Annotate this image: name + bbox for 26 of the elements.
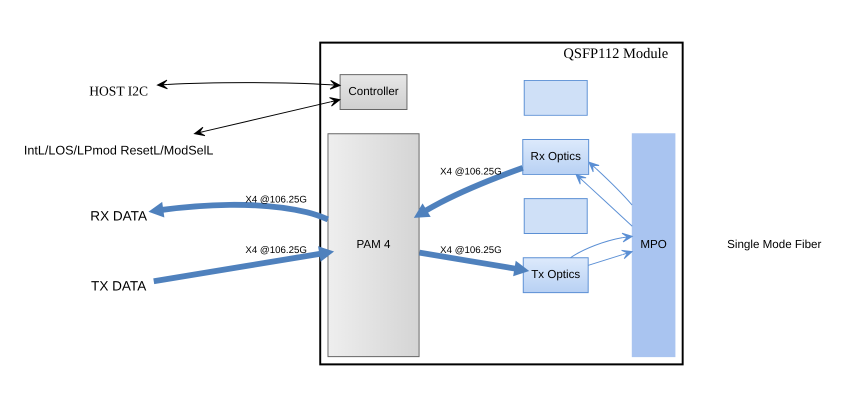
node-box: Controller: [340, 74, 408, 110]
edge-label: X4 @106.25G: [440, 166, 502, 177]
arrow: [588, 161, 633, 206]
arrow: [194, 96, 340, 136]
node-box: MPO: [632, 132, 676, 357]
node-text: TX DATA: [91, 278, 146, 293]
label: Single Mode Fiber: [727, 238, 822, 251]
edge-label: X4 @106.25G: [245, 194, 307, 206]
arrow: [153, 246, 334, 284]
node-box: [524, 198, 588, 234]
arrow: [148, 201, 329, 222]
arrow: [588, 249, 633, 266]
node-text: RX DATA: [90, 208, 148, 224]
arrow: [570, 232, 633, 258]
node-box: [524, 79, 588, 116]
node-box: Tx Optics: [522, 256, 589, 293]
arrow: [576, 174, 633, 226]
arrow: [157, 79, 341, 90]
edge-label: X4 @106.25G: [245, 244, 307, 256]
node-box: Rx Optics: [522, 138, 590, 174]
node-text: HOST I2C: [89, 83, 148, 98]
arrow: [419, 249, 530, 276]
node-text: IntL/LOS/LPmod ResetL/ModSelL: [24, 142, 214, 157]
node-box: PAM 4: [328, 132, 420, 357]
arrow: [414, 164, 524, 218]
edge-label: X4 @106.25G: [440, 244, 502, 256]
